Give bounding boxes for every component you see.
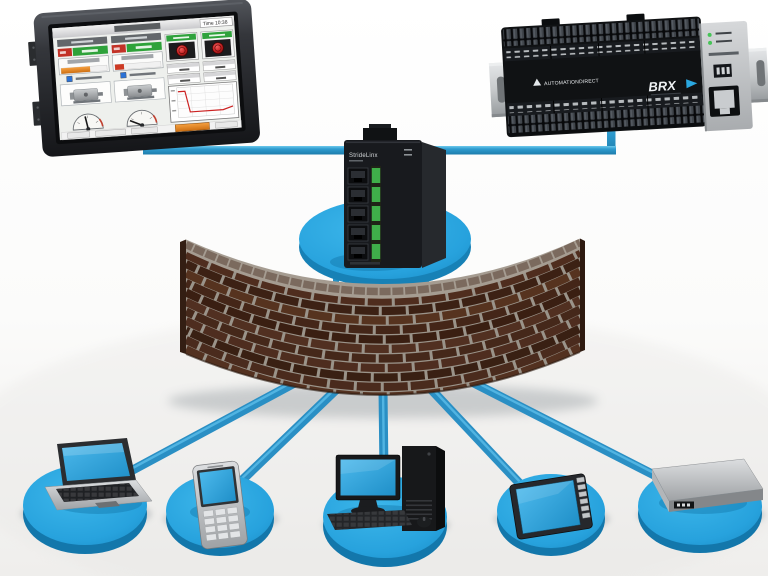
status-led	[707, 32, 712, 37]
brx-arrow-icon	[686, 79, 698, 89]
mobile-phone-icon	[192, 460, 248, 550]
plc-brand-label: AUTOMATIONDIRECT	[544, 78, 599, 87]
ethernet-port	[708, 85, 741, 117]
hmi-time-box	[199, 17, 233, 28]
hmi-estop-button-2	[200, 29, 235, 60]
plc-comm-module	[698, 20, 753, 132]
ethernet-ports	[347, 167, 369, 261]
router-brand-label: StrideLinx	[349, 153, 378, 159]
router-side	[422, 142, 446, 268]
hmi-panel: Time 10:38	[28, 0, 260, 157]
tablet-icon	[509, 473, 593, 540]
plc-controller: AUTOMATIONDIRECT BRX	[488, 13, 768, 138]
hmi-estop-button-1	[164, 31, 200, 62]
tablet-buttons	[576, 476, 591, 519]
hmi-value-boxes	[166, 59, 237, 85]
automationdirect-logo-icon	[533, 78, 542, 86]
desktop-computer-icon	[327, 446, 445, 531]
plc-series-label: BRX	[648, 78, 678, 95]
firewall-brick-wall	[180, 238, 585, 396]
hmi-orange-button	[174, 122, 210, 133]
hmi-trend-chart	[168, 81, 240, 123]
vpn-router: StrideLinx	[344, 124, 446, 268]
hmi-bottom-buttons	[61, 119, 242, 141]
terminal-strip	[371, 166, 381, 262]
laptop-icon	[44, 438, 153, 511]
external-drive-icon	[651, 458, 764, 512]
hmi-time-label: Time 10:38	[203, 20, 228, 28]
status-led	[708, 40, 713, 45]
phone-keypad	[202, 506, 241, 542]
